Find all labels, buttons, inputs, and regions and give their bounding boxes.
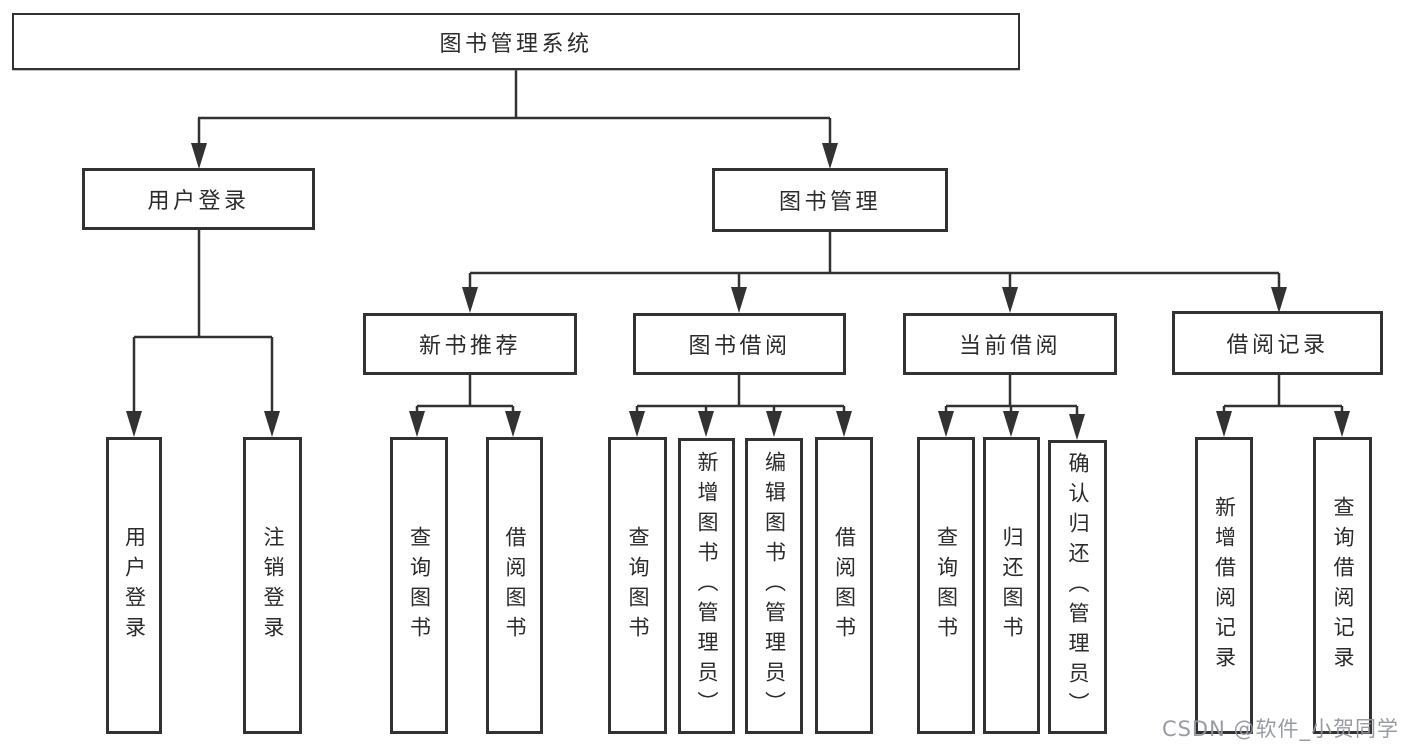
leaf-borrow-query-books-label: 查询图书: [626, 525, 650, 646]
leaf-query-borrow-record: 查询借阅记录: [1313, 437, 1372, 734]
leaf-logout-login-label: 注销登录: [261, 525, 285, 646]
leaf-edit-books-admin-label: 编辑图书（管理员）: [762, 451, 787, 721]
node-user-login: 用户登录: [82, 168, 315, 230]
leaf-return-books: 归还图书: [983, 437, 1040, 734]
leaf-add-borrow-record-label: 新增借阅记录: [1212, 495, 1237, 676]
leaf-recommend-query-books: 查询图书: [390, 437, 448, 734]
leaf-recommend-borrow-books: 借阅图书: [486, 437, 543, 734]
node-book-borrow-label: 图书借阅: [688, 334, 791, 359]
leaf-confirm-return-admin-label: 确认归还（管理员）: [1066, 452, 1090, 722]
connector-paths: [132, 70, 1344, 418]
leaf-borrow-borrow-books: 借阅图书: [815, 437, 873, 734]
leaf-confirm-return-admin: 确认归还（管理员）: [1048, 440, 1107, 734]
leaf-add-borrow-record: 新增借阅记录: [1195, 437, 1253, 734]
node-library-management-system: 图书管理系统: [12, 13, 1020, 70]
leaf-current-query-books-label: 查询图书: [934, 525, 959, 646]
node-new-book-recommend-label: 新书推荐: [418, 334, 521, 359]
leaf-recommend-borrow-books-label: 借阅图书: [503, 525, 527, 646]
node-borrow-records: 借阅记录: [1172, 311, 1383, 375]
leaf-return-books-label: 归还图书: [1000, 525, 1024, 646]
leaf-current-query-books: 查询图书: [917, 437, 975, 734]
node-book-borrow: 图书借阅: [633, 313, 846, 375]
node-library-management-system-label: 图书管理系统: [439, 31, 593, 57]
leaf-query-borrow-record-label: 查询借阅记录: [1331, 495, 1355, 676]
leaf-borrow-query-books: 查询图书: [608, 437, 667, 734]
leaf-edit-books-admin: 编辑图书（管理员）: [745, 438, 803, 734]
node-user-login-label: 用户登录: [147, 189, 250, 214]
node-book-management: 图书管理: [712, 168, 948, 232]
arrowheads: [126, 143, 1350, 440]
leaf-add-books-admin-label: 新增图书（管理员）: [695, 451, 719, 721]
leaf-recommend-query-books-label: 查询图书: [407, 525, 432, 646]
leaf-borrow-borrow-books-label: 借阅图书: [832, 525, 857, 646]
leaf-add-books-admin: 新增图书（管理员）: [678, 438, 735, 734]
watermark: CSDN @软件_小贺同学: [1161, 717, 1399, 741]
leaf-logout-login: 注销登录: [243, 437, 302, 734]
node-new-book-recommend: 新书推荐: [363, 313, 577, 375]
node-current-borrow: 当前借阅: [903, 313, 1117, 375]
leaf-user-login: 用户登录: [106, 437, 162, 734]
node-current-borrow-label: 当前借阅: [958, 334, 1061, 359]
node-book-management-label: 图书管理: [778, 190, 881, 215]
leaf-user-login-label: 用户登录: [122, 525, 147, 646]
node-borrow-records-label: 借阅记录: [1226, 333, 1329, 358]
